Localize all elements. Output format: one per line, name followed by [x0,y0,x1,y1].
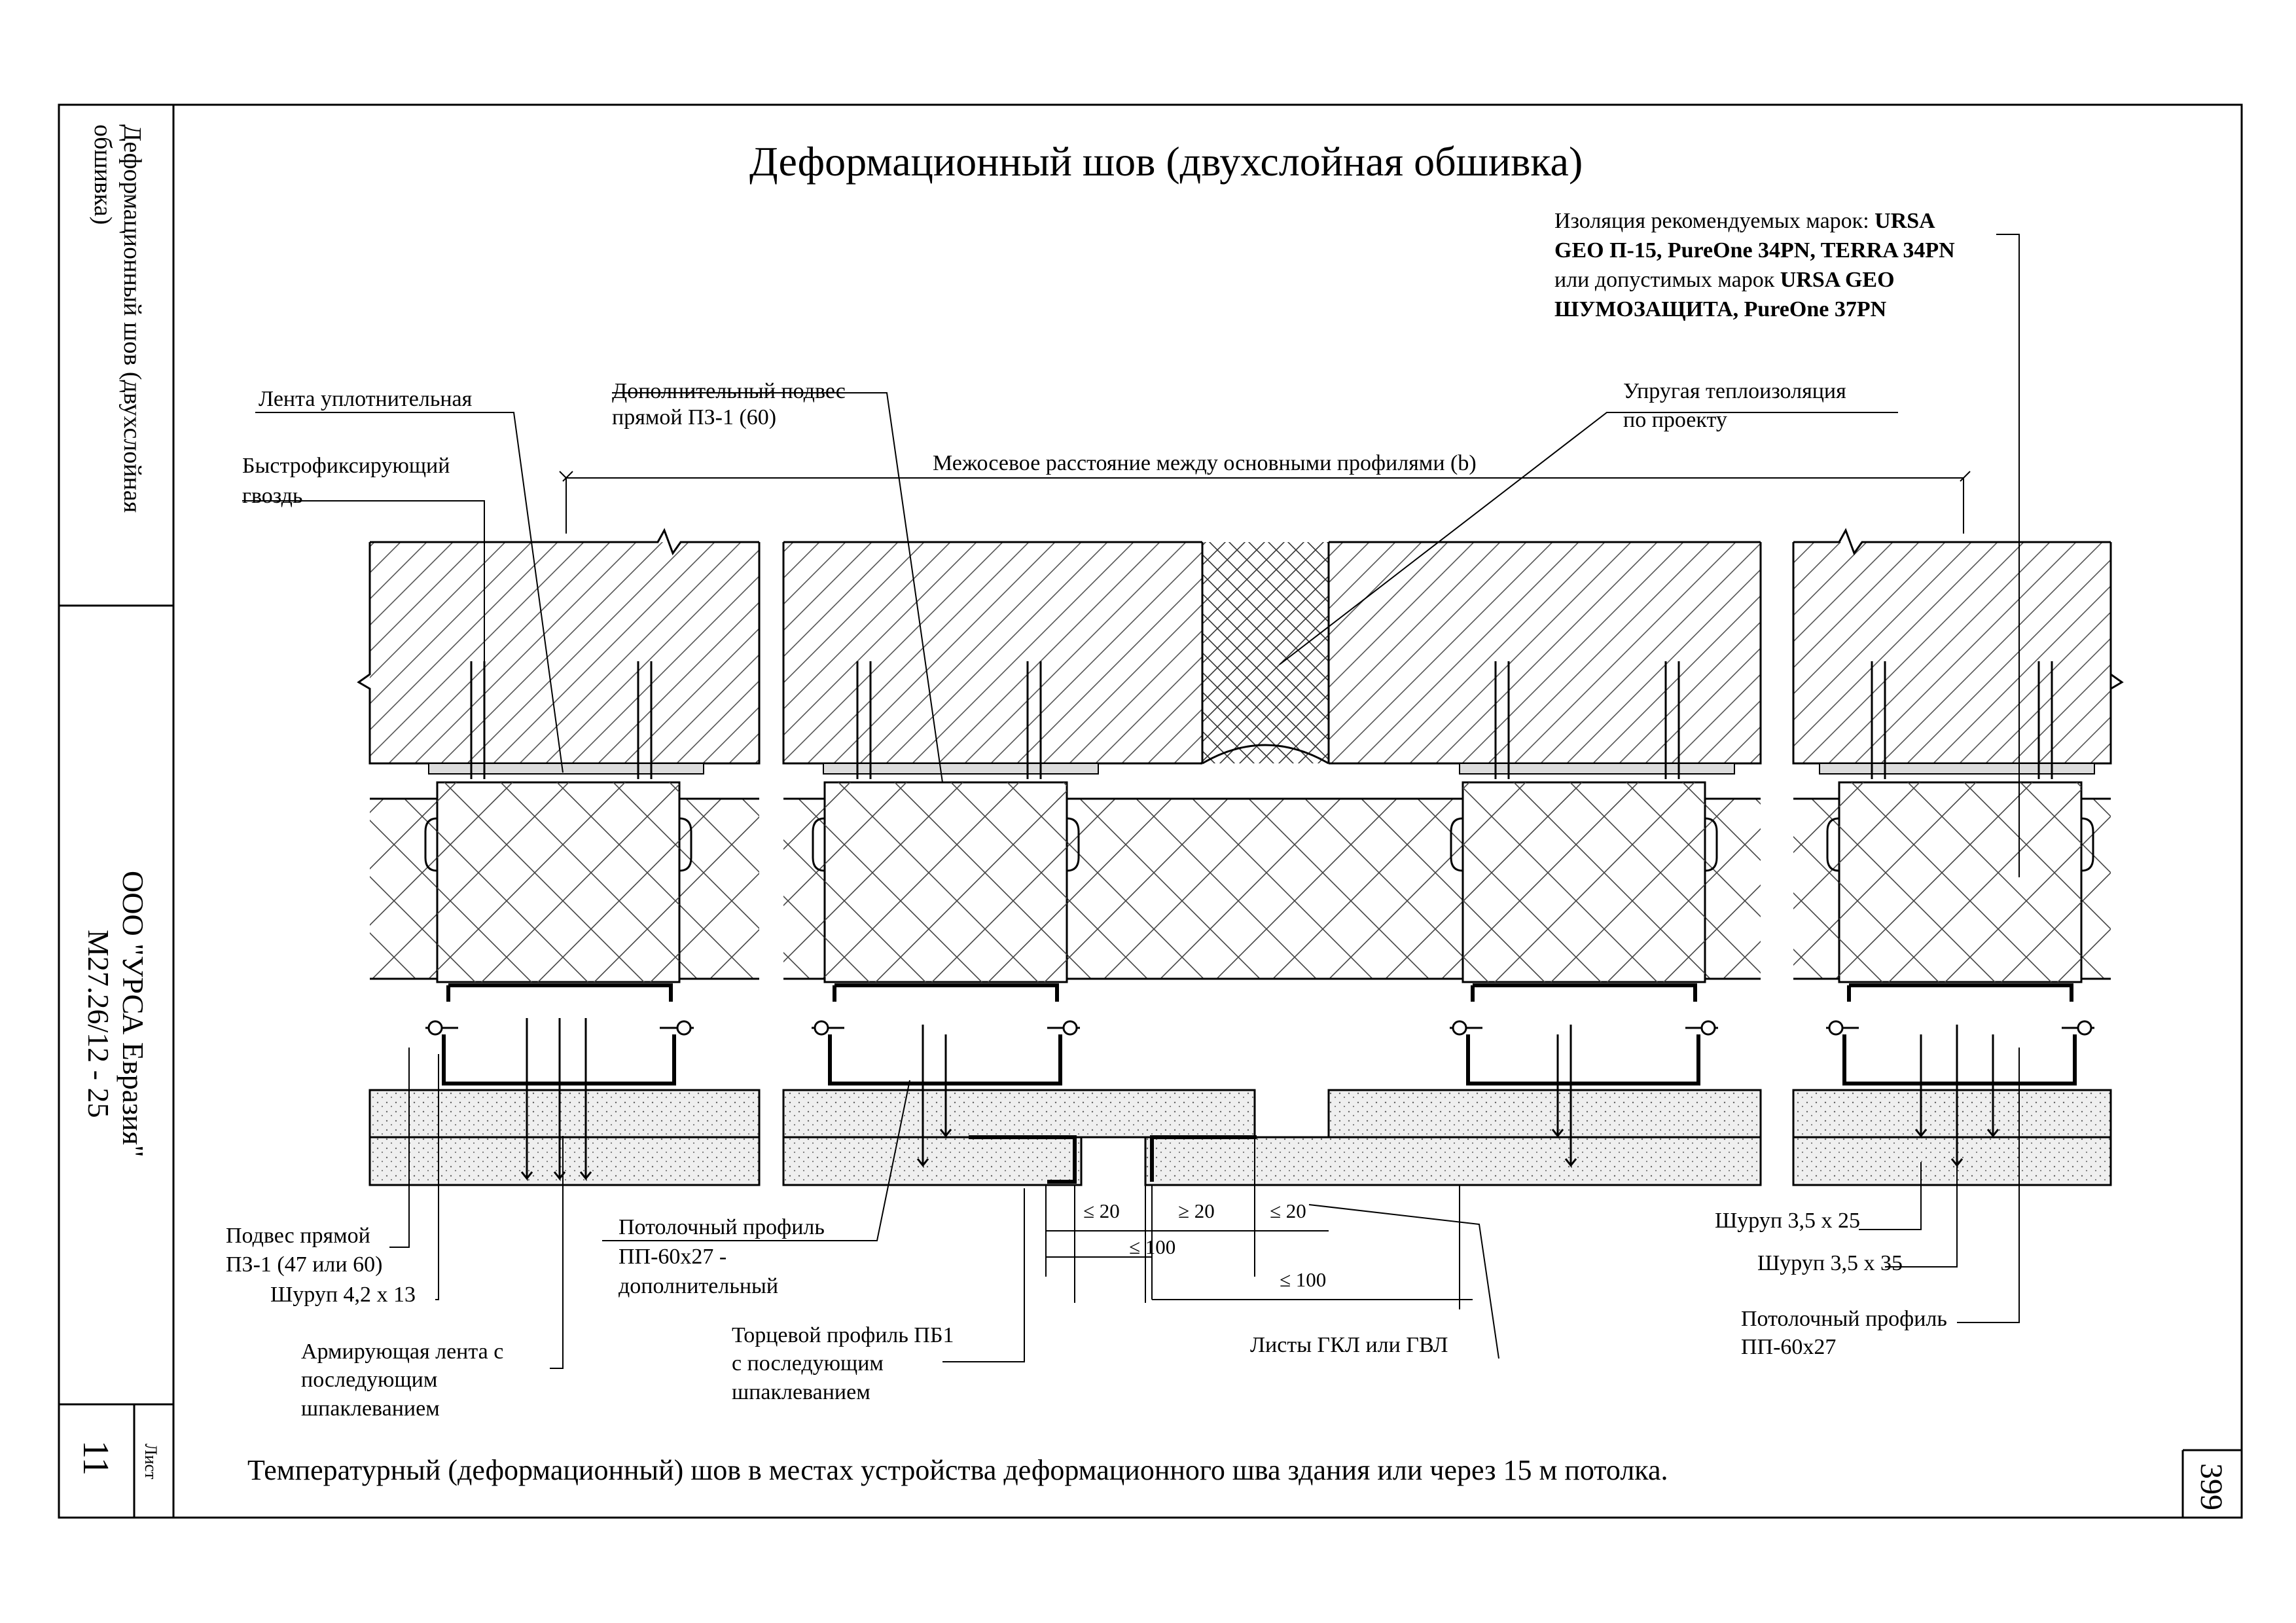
company-name: ООО "УРСА Евразия" [117,871,150,1158]
axis-spacing-label: Межосевое расстояние между основными про… [933,451,1477,475]
hanger-label-line2: ПЗ-1 (47 или 60) [226,1252,382,1277]
ceiling-profile-label-line1: Потолочный профиль [1741,1307,1947,1331]
extra-hanger-label-line1: Дополнительный подвес [612,379,846,403]
side-title-line2: обшивка) [89,124,117,225]
drawing-caption: Температурный (деформационный) шов в мес… [247,1454,1668,1486]
ceiling-extra-label-line1: Потолочный профиль [619,1215,825,1239]
ceiling-profiles [425,983,2094,1085]
title-block: Деформационный шов (двухслойная обшивка)… [75,124,2229,1510]
screw-25-label: Шуруп 3,5 х 25 [1715,1209,1860,1233]
elastic-insulation-label-line1: Упругая теплоизоляция [1623,379,1846,403]
end-profile-label-line2: с последующим [732,1351,884,1376]
ceiling-extra-label-line3: дополнительный [619,1274,778,1298]
quick-nail-label-line2: гвоздь [242,484,302,508]
leader-lines [242,234,2020,1369]
joint-dimensions [1045,1139,1473,1309]
end-profile-label-line3: шпаклеванием [732,1380,870,1404]
gypsum-boards [368,1089,2112,1186]
reinforcing-label-line1: Армирующая лента с [301,1340,503,1364]
reinforcing-label-line2: последующим [301,1368,437,1392]
elastic-insulation-label-line2: по проекту [1623,408,1727,432]
extra-hanger-label-line2: прямой ПЗ-1 (60) [612,405,776,429]
axis-spacing-dimension [559,471,1971,534]
ceiling-profile-label-line2: ПП-60х27 [1741,1335,1836,1359]
hangers [424,781,2094,983]
sheet-number: 11 [75,1440,116,1476]
dim-ge20: ≥ 20 [1178,1199,1215,1222]
sheet-frame [58,103,2243,1519]
insulation-callout-line3: или допустимых марок URSA GEO [1554,268,1895,292]
insulation-callout-line1: Изоляция рекомендуемых марок: URSA [1554,209,1935,233]
insulation-callout-line2: GEO П-15, PureOne 34PN, TERRA 34PN [1554,238,1955,263]
boards-label: Листы ГКЛ или ГВЛ [1250,1333,1448,1357]
dim-le20-a: ≤ 20 [1083,1199,1120,1222]
sealing-tapes [428,763,2095,775]
quick-nail-label-line1: Быстрофиксирующий [242,454,450,478]
sealing-tape-label: Лента уплотнительная [259,387,473,411]
reinforcing-label-line3: шпаклеванием [301,1396,440,1421]
end-profile-label-line1: Торцевой профиль ПБ1 [732,1323,954,1347]
dim-le20-b: ≤ 20 [1270,1199,1306,1222]
dim-le100-a: ≤ 100 [1129,1235,1175,1258]
screw-42-label: Шуруп 4,2 х 13 [270,1283,416,1307]
anchor-nails [470,661,2053,779]
document-code: М27.26/12 - 25 [82,930,115,1118]
hanger-label-line1: Подвес прямой [226,1224,370,1248]
concrete-slab [357,528,2124,765]
drawing-title: Деформационный шов (двухслойная обшивка) [749,138,1583,185]
dim-le100-b: ≤ 100 [1280,1268,1326,1291]
page-number: 399 [2194,1463,2229,1510]
screws [520,1018,2000,1182]
side-title-line1: Деформационный шов (двухслойная [118,124,146,513]
callouts: Изоляция рекомендуемых марок: URSA GEO П… [226,209,1955,1421]
ceiling-extra-label-line2: ПП-60х27 - [619,1245,726,1269]
sheet-label: Лист [141,1444,160,1479]
screw-35-label: Шуруп 3,5 х 35 [1757,1251,1903,1275]
insulation-callout-line4: ШУМОЗАЩИТА, PureOne 37PN [1554,297,1887,321]
